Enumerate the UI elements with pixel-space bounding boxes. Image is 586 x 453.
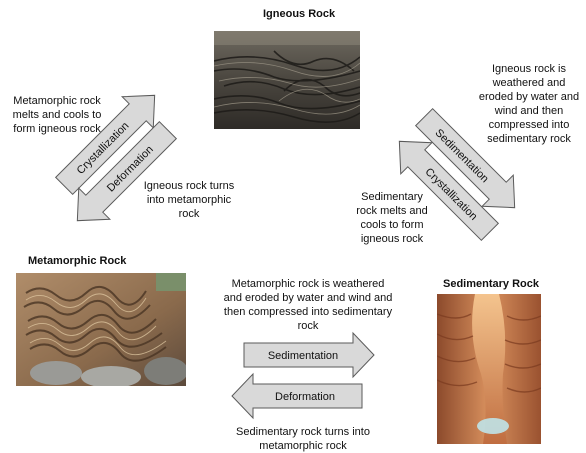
deformation-arrow-bottom: Deformation [232, 374, 362, 418]
caption-sedimentary-to-igneous: Sedimentary rock melts and cools to form… [350, 190, 434, 246]
sedimentation-label-bottom: Sedimentation [268, 350, 338, 362]
caption-sedimentary-to-metamorphic: Sedimentary rock turns into metamorphic … [228, 425, 378, 453]
caption-igneous-to-metamorphic: Igneous rock turns into metamorphic rock [140, 179, 238, 221]
deformation-label-bottom: Deformation [275, 391, 335, 403]
sedimentation-arrow-bottom: Sedimentation [244, 333, 374, 377]
caption-igneous-to-sedimentary: Igneous rock is weathered and eroded by … [478, 62, 580, 146]
caption-metamorphic-to-igneous: Metamorphic rock melts and cools to form… [12, 94, 102, 136]
caption-metamorphic-to-sedimentary: Metamorphic rock is weathered and eroded… [222, 277, 394, 333]
